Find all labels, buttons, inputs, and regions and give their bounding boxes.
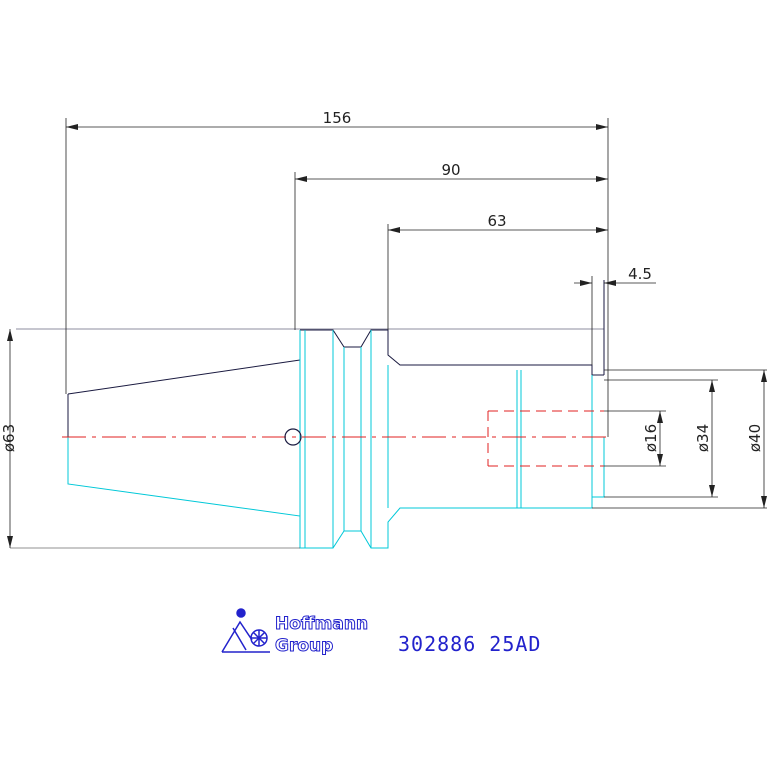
brand-line-2: Group	[275, 636, 333, 656]
hoffmann-logo-icon	[221, 608, 270, 653]
vertical-dimension-arrows	[7, 329, 767, 548]
hoffmann-logo: Hoffmann Group	[221, 608, 369, 657]
dim-total-length: 156	[323, 109, 352, 127]
dim-dia-16: ø16	[642, 424, 660, 452]
dim-dia-63: ø63	[0, 424, 18, 452]
part-outline-bottom	[67, 330, 605, 549]
dim-dia-40: ø40	[746, 424, 764, 452]
brand-line-1: Hoffmann	[275, 614, 368, 634]
part-outline-top	[16, 280, 605, 437]
part-number: 302886 25AD	[398, 632, 541, 656]
dim-length-63: 63	[487, 212, 506, 230]
dim-dia-34: ø34	[694, 424, 712, 452]
dim-length-90: 90	[441, 161, 460, 179]
drive-slot-circle	[284, 428, 302, 446]
bore-hidden-lines	[487, 410, 604, 467]
dim-offset-4-5: 4.5	[628, 265, 652, 283]
dimension-arrows	[66, 124, 616, 286]
vertical-dimensions	[9, 329, 767, 549]
horizontal-dimensions	[65, 118, 656, 437]
